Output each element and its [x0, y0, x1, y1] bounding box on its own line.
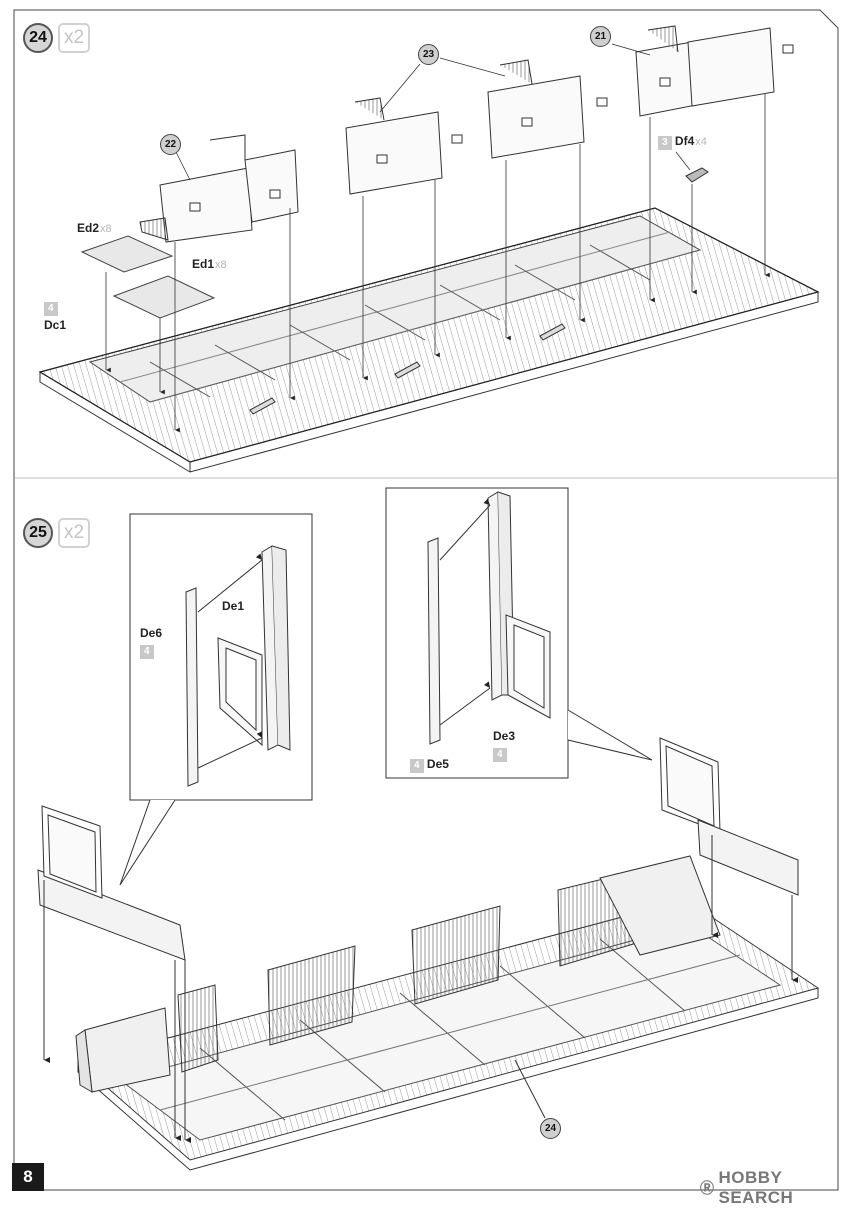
part-label-df4: 3 Df4x4 — [658, 135, 707, 150]
step-number: 25 — [23, 518, 53, 548]
part-label-de5: 4 De5 — [410, 758, 449, 773]
part-quantity: x8 — [100, 223, 112, 235]
glass-ed2 — [82, 236, 172, 272]
watermark-text: HOBBY SEARCH — [719, 1168, 855, 1208]
sprue-box: 4 — [493, 748, 507, 762]
part-name: De6 — [140, 626, 162, 640]
watermark: Ⓡ HOBBY SEARCH — [700, 1168, 855, 1208]
callout-22: 22 — [160, 134, 181, 155]
detail-box-right — [386, 488, 652, 778]
step-multiplier: x2 — [58, 23, 90, 53]
part-label-ed2: Ed2x8 — [77, 222, 112, 235]
part-label-de1: De1 — [222, 600, 244, 612]
part-label-de6: De6 4 — [140, 627, 162, 659]
floor-frame-dc1 — [40, 208, 818, 472]
part-name: Df4 — [675, 134, 694, 148]
detail-box-left — [120, 514, 312, 885]
part-df4 — [686, 168, 708, 182]
sprue-box: 4 — [44, 302, 58, 316]
seat-pair-23a — [346, 98, 462, 194]
sprue-box: 4 — [140, 645, 154, 659]
registered-mark-icon: Ⓡ — [700, 1178, 715, 1198]
part-name: Dc1 — [44, 319, 66, 331]
step-24-header: 24 x2 — [23, 23, 90, 53]
part-name: Ed2 — [77, 221, 99, 235]
step-multiplier: x2 — [58, 518, 90, 548]
part-quantity: x8 — [215, 259, 227, 271]
part-label-de3: De3 4 — [493, 730, 515, 762]
step-number: 24 — [23, 23, 53, 53]
sprue-box: 3 — [658, 136, 672, 150]
part-name: De3 — [493, 729, 515, 743]
seat-pair-23b — [488, 60, 607, 158]
part-quantity: x4 — [695, 136, 707, 148]
part-label-ed1: Ed1x8 — [192, 258, 227, 271]
glass-ed1 — [114, 276, 214, 318]
sprue-box: 4 — [410, 759, 424, 773]
part-label-dc1: 4 Dc1 — [44, 301, 66, 331]
step-25-header: 25 x2 — [23, 518, 90, 548]
callout-24: 24 — [540, 1118, 561, 1139]
seat-pair-21 — [636, 26, 793, 116]
part-name: De5 — [427, 757, 449, 771]
callout-21: 21 — [590, 26, 611, 47]
page-number: 8 — [12, 1163, 44, 1191]
callout-23: 23 — [418, 44, 439, 65]
part-name: Ed1 — [192, 257, 214, 271]
